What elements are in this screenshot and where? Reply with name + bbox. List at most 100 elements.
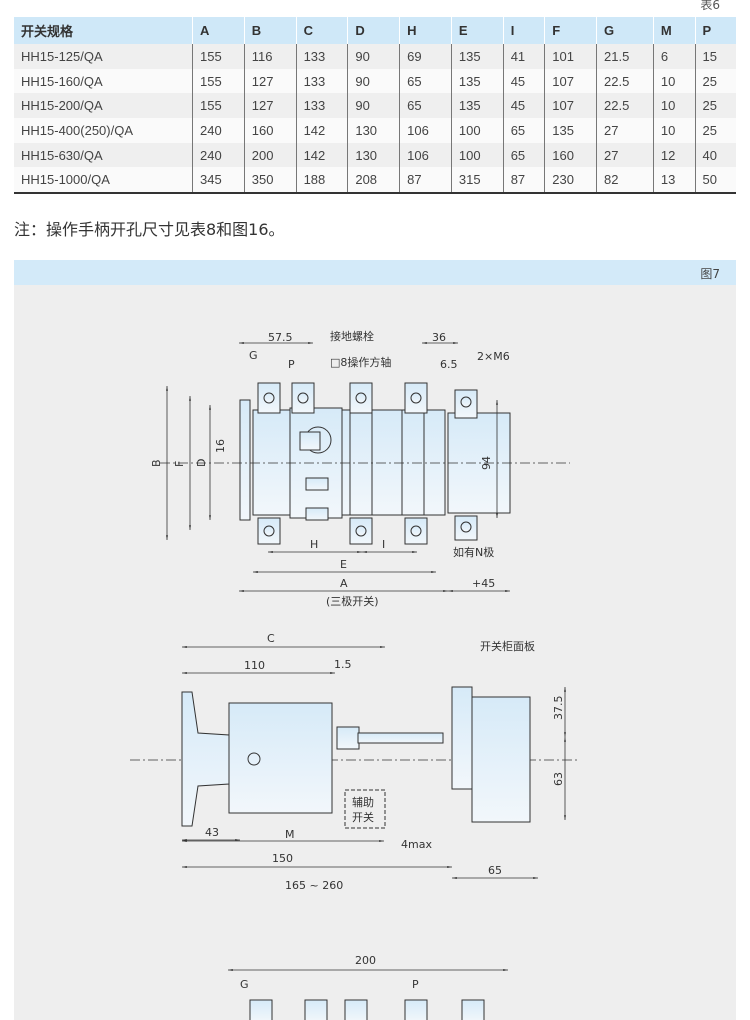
dimension-label: P: [412, 978, 419, 991]
dimension-label: 200: [355, 954, 376, 967]
table-cell: 25: [694, 93, 736, 119]
bottom-view: [249, 999, 485, 1020]
table-cell: 135: [450, 68, 504, 94]
table-cell: 10: [652, 68, 695, 94]
table-cell: 127: [243, 68, 297, 94]
table-cell: 27: [596, 118, 654, 143]
table-cell: 50: [694, 167, 736, 195]
table-cell: 107: [544, 93, 597, 119]
dimension-label: 65: [488, 864, 502, 877]
table-cell: 208: [347, 167, 400, 195]
dimension-label: 57.5: [268, 331, 293, 344]
dimension-label: 如有N极: [453, 545, 494, 559]
table-cell: 142: [295, 118, 348, 143]
table-cell: 160: [243, 118, 297, 143]
column-header: I: [502, 17, 545, 44]
table-cell: 200: [243, 142, 297, 168]
dimension-label: 开关柜面板: [480, 639, 535, 653]
table-cell: 350: [243, 167, 297, 195]
table-cell: 25: [694, 118, 736, 143]
table-cell: 133: [295, 93, 348, 119]
column-header: 开关规格: [14, 17, 193, 44]
dimension-label: 16: [214, 439, 227, 453]
table-cell: 90: [347, 93, 400, 119]
table-cell: 130: [347, 142, 400, 168]
table-cell: 345: [192, 167, 245, 195]
table-cell: 6: [652, 44, 695, 69]
table-cell: 10: [652, 118, 695, 143]
dimension-label: 165 ~ 260: [285, 879, 343, 892]
dimension-label: P: [288, 358, 295, 371]
table-cell: 22.5: [596, 68, 654, 94]
table-cell: HH15-200/QA: [14, 93, 193, 119]
column-header: E: [450, 17, 504, 44]
table-cell: 40: [694, 142, 736, 168]
table-cell: HH15-160/QA: [14, 68, 193, 94]
side-view: [181, 686, 531, 829]
table-cell: 45: [502, 93, 545, 119]
dimension-label: 37.5: [552, 696, 565, 721]
table-cell: 22.5: [596, 93, 654, 119]
figure-header: 图7: [14, 260, 736, 285]
column-header: P: [694, 17, 736, 44]
table-cell: 116: [243, 44, 297, 69]
table-tag: 表6: [700, 0, 720, 12]
table-cell: 133: [295, 44, 348, 69]
table-cell: 142: [295, 142, 348, 168]
table-cell: 155: [192, 44, 245, 69]
table-cell: HH15-125/QA: [14, 44, 193, 69]
table-cell: 25: [694, 68, 736, 94]
table-cell: 135: [450, 93, 504, 119]
column-header: F: [544, 17, 597, 44]
figure-label: 图7: [700, 267, 720, 281]
table-cell: 155: [192, 93, 245, 119]
column-header: A: [192, 17, 245, 44]
table-cell: 107: [544, 68, 597, 94]
dimension-label: A: [340, 577, 348, 590]
dimension-label: B: [150, 459, 163, 467]
table-cell: 133: [295, 68, 348, 94]
table-cell: 12: [652, 142, 695, 168]
table-cell: 65: [502, 118, 545, 143]
table-cell: 13: [652, 167, 695, 195]
dimension-label: D: [195, 459, 208, 467]
dimension-label: 63: [552, 772, 565, 786]
dimension-label: 43: [205, 826, 219, 839]
table-cell: 41: [502, 44, 545, 69]
table-cell: 45: [502, 68, 545, 94]
table-cell: HH15-1000/QA: [14, 167, 193, 195]
dimension-label: I: [382, 538, 385, 551]
dimension-label: +45: [472, 577, 495, 590]
dimension-label: H: [310, 538, 318, 551]
table-cell: HH15-400(250)/QA: [14, 118, 193, 143]
drawing-panel: [14, 285, 736, 1020]
dimension-label: C: [267, 632, 275, 645]
table-cell: 90: [347, 68, 400, 94]
dimension-label: 2×M6: [477, 350, 510, 363]
dimension-label: (三极开关): [326, 594, 379, 608]
front-view: [239, 382, 511, 545]
table-cell: 90: [347, 44, 400, 69]
table-cell: 100: [450, 142, 504, 168]
table-cell: 135: [544, 118, 597, 143]
table-cell: 65: [502, 142, 545, 168]
note-text: 注：操作手柄开孔尺寸见表8和图16。: [14, 220, 285, 239]
dimension-label: 开关: [352, 810, 374, 824]
dimension-label: E: [340, 558, 347, 571]
dimension-label: 6.5: [440, 358, 458, 371]
table-cell: 188: [295, 167, 348, 195]
table-cell: 27: [596, 142, 654, 168]
dimension-label: 辅助: [352, 795, 374, 809]
table-cell: 106: [399, 142, 452, 168]
column-header: M: [652, 17, 695, 44]
table-cell: 87: [399, 167, 452, 195]
table-cell: 21.5: [596, 44, 654, 69]
table-cell: 240: [192, 118, 245, 143]
dimension-label: M: [285, 828, 295, 841]
table-cell: 135: [450, 44, 504, 69]
table-cell: 130: [347, 118, 400, 143]
